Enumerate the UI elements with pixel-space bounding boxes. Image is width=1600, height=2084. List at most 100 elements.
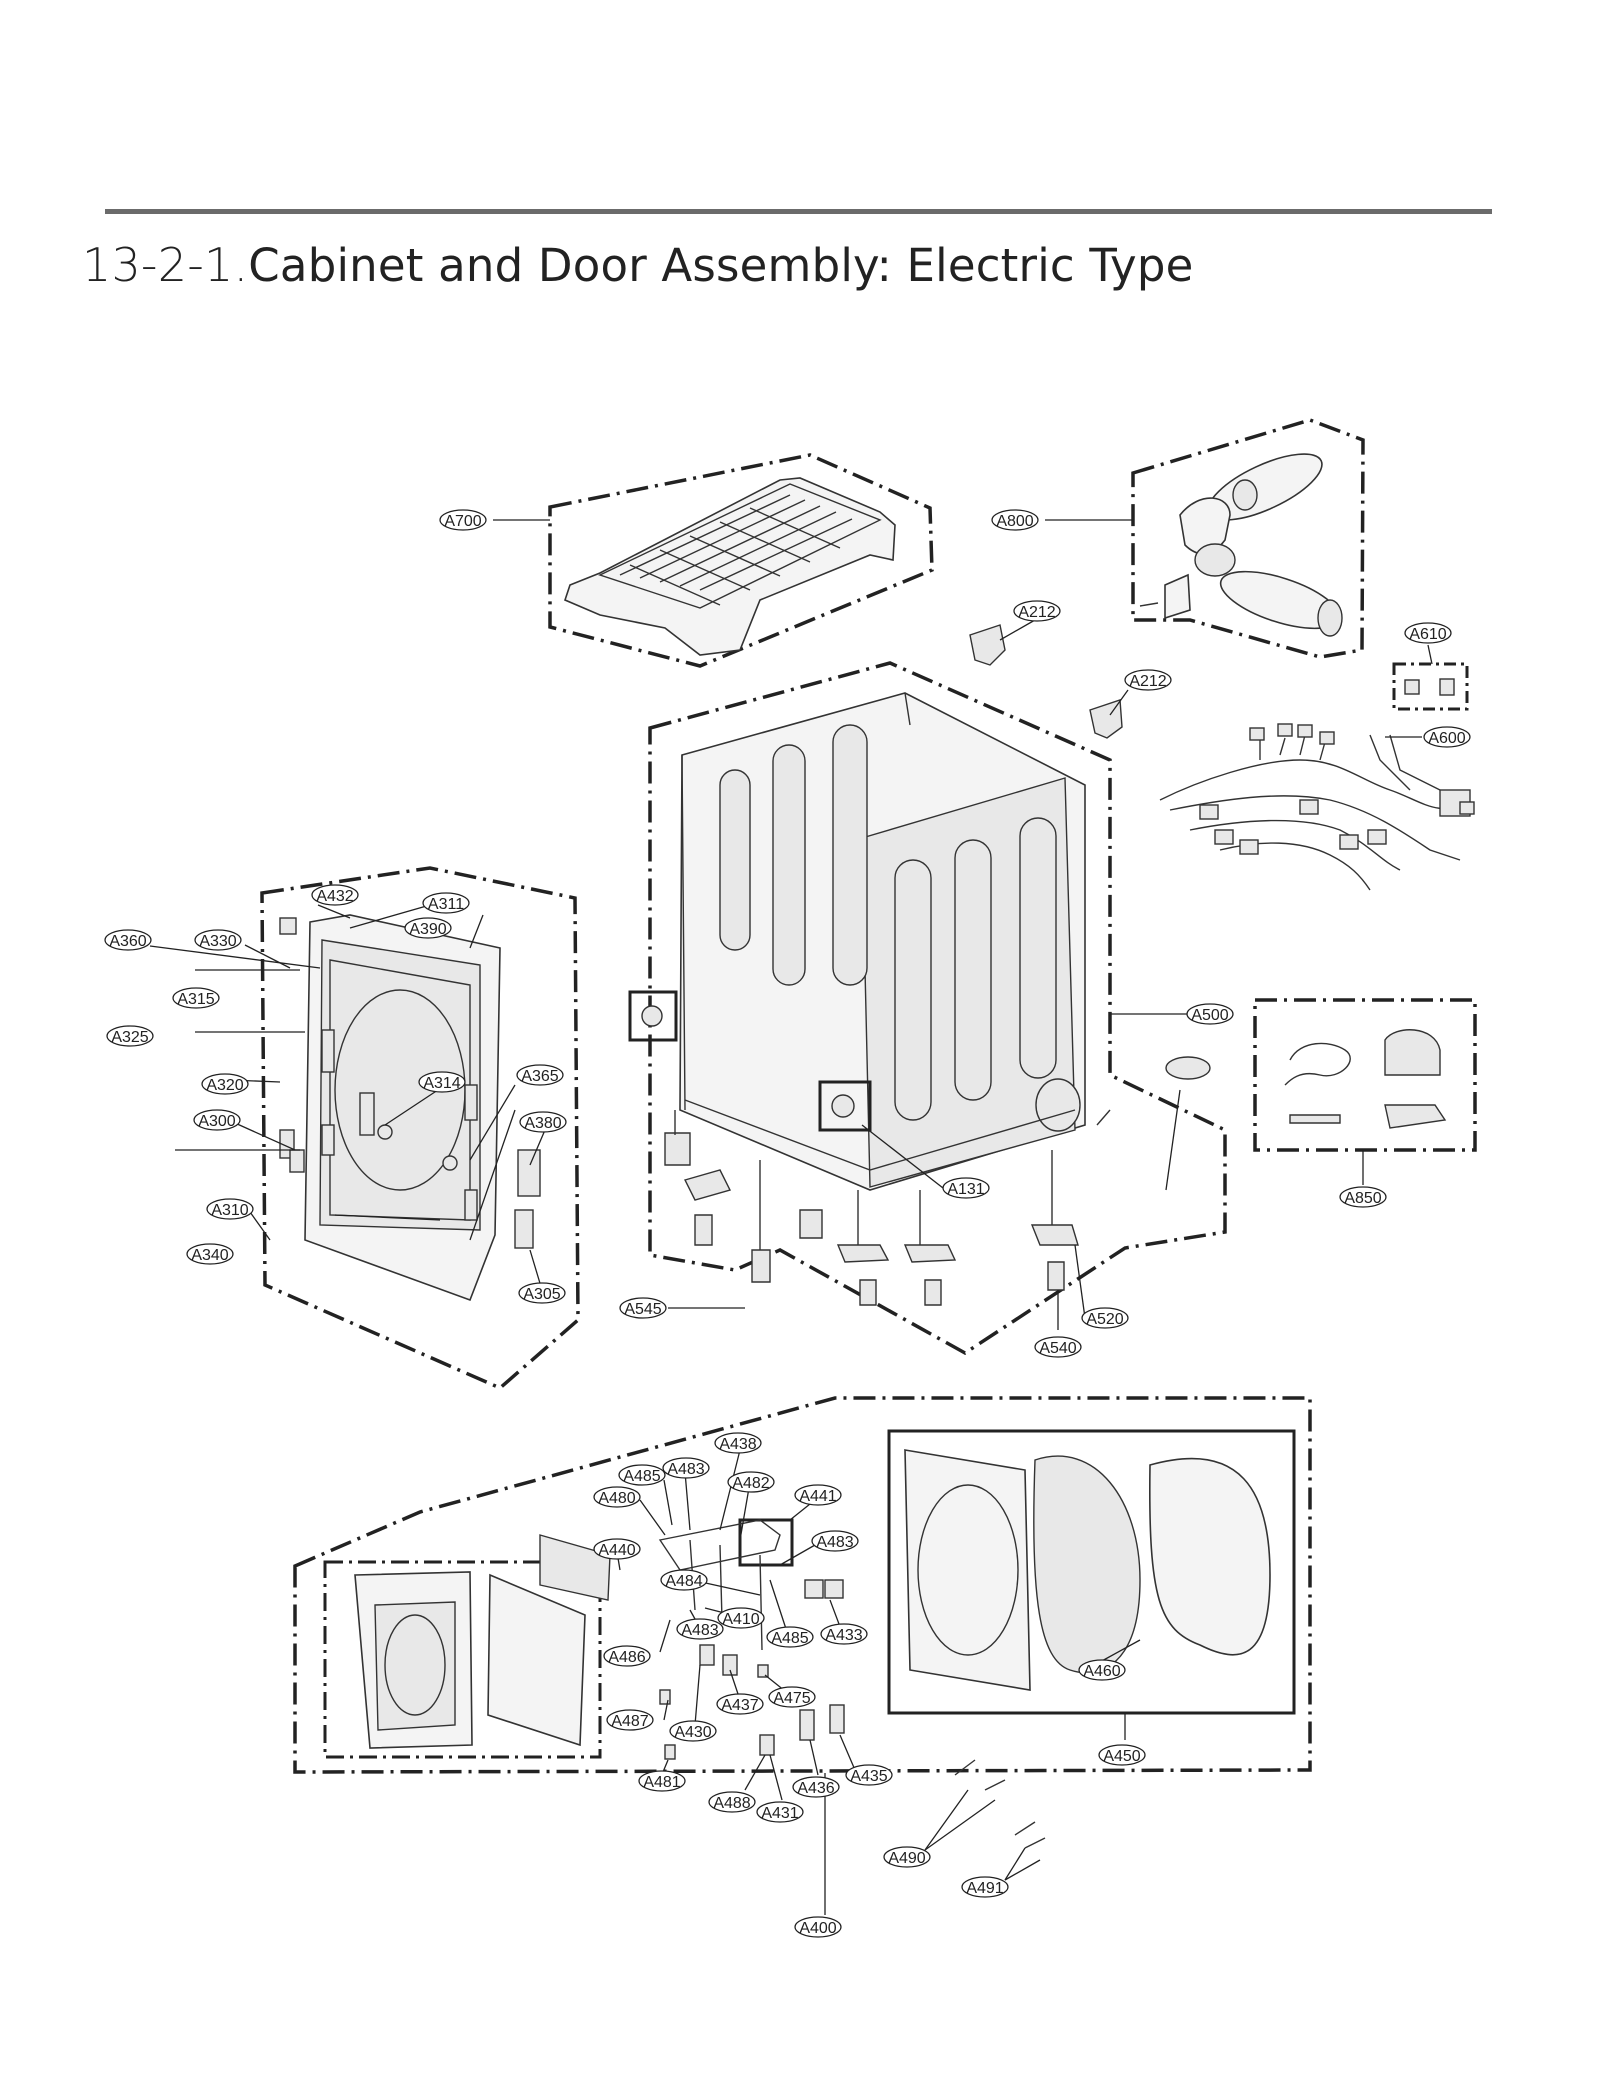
svg-text:A433: A433 (825, 1627, 862, 1644)
label-a490: A490 (883, 1846, 931, 1868)
label-a488: A488 (708, 1791, 756, 1813)
label-a850: A850 (1339, 1186, 1387, 1208)
label-a212: A212 (1013, 600, 1061, 622)
label-a460: A460 (1078, 1659, 1126, 1681)
label-a305: A305 (518, 1282, 566, 1304)
label-a325: A325 (106, 1025, 154, 1047)
label-a314: A314 (418, 1071, 466, 1093)
front-panel-boundary (260, 866, 580, 1391)
label-a487: A487 (606, 1709, 654, 1731)
section-number: 13-2-1. (82, 238, 249, 292)
label-a430: A430 (669, 1720, 717, 1742)
svg-text:A483: A483 (816, 1534, 853, 1551)
svg-text:A850: A850 (1344, 1190, 1381, 1207)
label-a330: A330 (194, 929, 242, 951)
svg-text:A487: A487 (611, 1713, 648, 1730)
svg-text:A540: A540 (1039, 1340, 1076, 1357)
svg-text:A481: A481 (643, 1774, 680, 1791)
svg-text:A485: A485 (623, 1468, 660, 1485)
label-a390: A390 (404, 917, 452, 939)
bracket-parts (969, 624, 1123, 739)
top-plate-part (564, 477, 896, 656)
svg-text:A460: A460 (1083, 1663, 1120, 1680)
svg-text:A483: A483 (681, 1622, 718, 1639)
svg-text:A600: A600 (1428, 730, 1465, 747)
svg-text:A431: A431 (761, 1805, 798, 1822)
svg-text:A320: A320 (206, 1077, 243, 1094)
svg-text:A486: A486 (608, 1649, 645, 1666)
svg-text:A440: A440 (598, 1542, 635, 1559)
svg-text:A484: A484 (665, 1573, 702, 1590)
svg-text:A545: A545 (624, 1301, 661, 1318)
svg-text:A340: A340 (191, 1247, 228, 1264)
svg-text:A330: A330 (199, 933, 236, 950)
label-a610: A610 (1404, 622, 1452, 644)
label-a315: A315 (172, 987, 220, 1009)
label-a365: A365 (516, 1064, 564, 1086)
svg-text:A520: A520 (1086, 1311, 1123, 1328)
label-a500: A500 (1186, 1003, 1234, 1025)
label-a340: A340 (186, 1243, 234, 1265)
label-a485: A485 (618, 1464, 666, 1486)
svg-text:A610: A610 (1409, 626, 1446, 643)
label-a432: A432 (311, 884, 359, 906)
label-a212: A212 (1124, 669, 1172, 691)
harness-group (1159, 662, 1475, 891)
label-a486: A486 (603, 1645, 651, 1667)
cabinet-boundary (648, 661, 1227, 1356)
svg-text:A450: A450 (1103, 1748, 1140, 1765)
svg-text:A435: A435 (850, 1768, 887, 1785)
svg-text:A700: A700 (444, 513, 481, 530)
label-a400: A400 (794, 1916, 842, 1938)
svg-text:A441: A441 (799, 1488, 836, 1505)
svg-text:A436: A436 (797, 1780, 834, 1797)
svg-text:A315: A315 (177, 991, 214, 1008)
svg-text:A437: A437 (721, 1697, 758, 1714)
label-a700: A700 (439, 509, 487, 531)
duct-kit-group (1131, 418, 1365, 659)
label-a483: A483 (811, 1530, 859, 1552)
label-a435: A435 (845, 1764, 893, 1786)
svg-text:A360: A360 (109, 933, 146, 950)
svg-text:A430: A430 (674, 1724, 711, 1741)
duct-kit-boundary (1131, 418, 1365, 659)
svg-text:A380: A380 (524, 1115, 561, 1132)
label-a310: A310 (206, 1198, 254, 1220)
svg-text:A400: A400 (799, 1920, 836, 1937)
svg-text:A490: A490 (888, 1850, 925, 1867)
label-a450: A450 (1098, 1744, 1146, 1766)
svg-text:A491: A491 (966, 1880, 1003, 1897)
label-a484: A484 (660, 1569, 708, 1591)
svg-text:A475: A475 (773, 1690, 810, 1707)
label-a311: A311 (422, 892, 470, 914)
section-title: Cabinet and Door Assembly: Electric Type (248, 239, 1194, 292)
svg-text:A483: A483 (667, 1461, 704, 1478)
label-a131: A131 (942, 1177, 990, 1199)
label-a540: A540 (1034, 1336, 1082, 1358)
svg-text:A410: A410 (722, 1611, 759, 1628)
label-a431: A431 (756, 1801, 804, 1823)
door-assembly-boundary (293, 1396, 1312, 1774)
label-a440: A440 (593, 1538, 641, 1560)
svg-text:A305: A305 (523, 1286, 560, 1303)
label-a491: A491 (961, 1876, 1009, 1898)
svg-text:A325: A325 (111, 1029, 148, 1046)
svg-text:A212: A212 (1129, 673, 1166, 690)
door-glass-part (487, 1573, 586, 1747)
top-plate-group (548, 453, 934, 668)
label-a475: A475 (768, 1686, 816, 1708)
label-a483: A483 (676, 1618, 724, 1640)
top-plate-boundary (548, 453, 934, 668)
door-assembly-group (293, 1396, 1312, 1915)
svg-text:A800: A800 (996, 513, 1033, 530)
svg-text:A311: A311 (428, 896, 464, 913)
label-a360: A360 (104, 929, 152, 951)
label-a480: A480 (593, 1486, 641, 1508)
cabinet-group (628, 661, 1227, 1356)
svg-text:A500: A500 (1191, 1007, 1228, 1024)
svg-text:A488: A488 (713, 1795, 750, 1812)
svg-text:A485: A485 (771, 1630, 808, 1647)
svg-text:A314: A314 (423, 1075, 460, 1092)
label-a545: A545 (619, 1297, 667, 1319)
label-a300: A300 (193, 1109, 241, 1131)
